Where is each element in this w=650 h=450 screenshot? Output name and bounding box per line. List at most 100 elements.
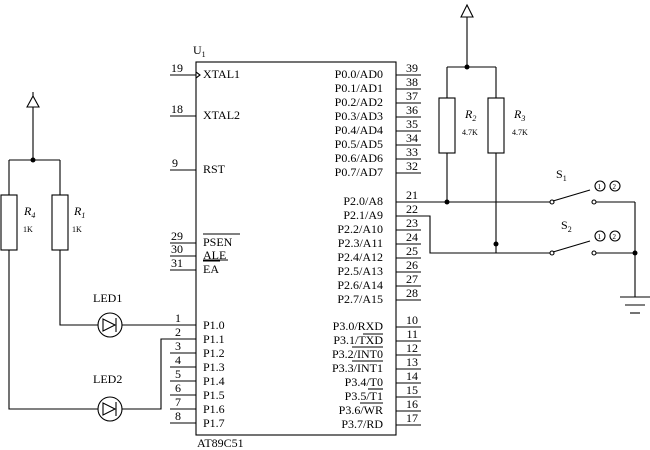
pin-label: P0.5/AD5 — [335, 137, 383, 151]
pin-num: 30 — [171, 242, 183, 256]
pin-num: 27 — [406, 272, 418, 286]
pin-num: 37 — [406, 89, 418, 103]
switch-terminal: 1 — [598, 233, 602, 241]
switch-ref: S1 — [556, 167, 567, 183]
pin-num: 12 — [406, 341, 418, 355]
pin-num: 25 — [406, 244, 418, 258]
pin-num: 9 — [172, 156, 178, 170]
pin-label: P3.4/T0 — [345, 375, 383, 389]
pin-num: 18 — [171, 102, 183, 116]
chip-body — [195, 61, 397, 436]
led1: LED1 — [93, 291, 123, 338]
resistor-ref: R2 — [464, 107, 476, 123]
pin-num: 34 — [406, 131, 418, 145]
pin-num: 29 — [171, 229, 183, 243]
resistor-r3: R3 4.7K — [487, 97, 528, 154]
pin-label: P2.4/A12 — [337, 250, 383, 264]
pin-label: P2.1/A9 — [343, 208, 383, 222]
pin-num: 21 — [406, 188, 418, 202]
switch-s1: S1 1 2 — [549, 167, 621, 205]
pin-num: 1 — [175, 311, 181, 325]
pin-num: 19 — [171, 61, 183, 75]
chip-ref: U1 — [193, 43, 206, 59]
pin-num: 7 — [175, 395, 181, 409]
resistor-ref: R3 — [513, 107, 525, 123]
pin-label: P3.1/TXD — [333, 333, 383, 347]
pin-label: P2.7/A15 — [337, 292, 383, 306]
vcc-symbol-right — [460, 3, 474, 67]
pin-label: RST — [203, 162, 226, 176]
pin-label: P3.7/RD — [341, 417, 383, 431]
pin-num: 10 — [406, 313, 418, 327]
pin-num: 3 — [175, 339, 181, 353]
resistor-r1: R1 1K — [51, 194, 85, 251]
pin-num: 4 — [175, 353, 181, 367]
pin-label: P3.2/INT0 — [332, 347, 383, 361]
pin-num: 14 — [406, 369, 418, 383]
pin-label: P1.0 — [203, 318, 225, 332]
pin-num: 11 — [406, 327, 418, 341]
resistor-value: 4.7K — [512, 128, 528, 137]
chip-left-pins: 19 XTAL1 18 XTAL2 9 RST 29 PSEN 30 ALE 3… — [170, 61, 240, 430]
pin-label: P0.6/AD6 — [335, 151, 383, 165]
pin-num: 26 — [406, 258, 418, 272]
pin-num: 35 — [406, 117, 418, 131]
pin-label: P0.4/AD4 — [335, 123, 383, 137]
chip-part: AT89C51 — [197, 436, 244, 450]
pin-label: ALE — [203, 248, 226, 262]
pin-label: P2.0/A8 — [343, 194, 383, 208]
pin-label: XTAL1 — [203, 67, 240, 81]
pin-label: P0.1/AD1 — [335, 81, 383, 95]
pin-label: P2.3/A11 — [338, 236, 383, 250]
pin-label: P1.5 — [203, 388, 225, 402]
pin-label: P3.0/RXD — [333, 319, 384, 333]
pin-label: P3.6/WR — [339, 403, 383, 417]
resistor-r2: R2 4.7K — [438, 97, 478, 154]
pin-num: 15 — [406, 383, 418, 397]
pin-label: XTAL2 — [203, 108, 240, 122]
pin-label: P0.7/AD7 — [335, 165, 383, 179]
pin-label: PSEN — [203, 235, 233, 249]
pin-num: 17 — [406, 411, 418, 425]
pin-num: 2 — [175, 325, 181, 339]
pin-label: P1.3 — [203, 360, 225, 374]
pin-label: P1.6 — [203, 402, 225, 416]
pin-num: 32 — [406, 159, 418, 173]
pin-num: 16 — [406, 397, 418, 411]
pin-label: P0.2/AD2 — [335, 95, 383, 109]
resistor-r4: R4 1K — [0, 194, 35, 251]
pin-num: 24 — [406, 230, 418, 244]
pin-label: P1.1 — [203, 332, 225, 346]
ground-symbol — [620, 296, 650, 314]
pin-num: 33 — [406, 145, 418, 159]
resistor-ref: R1 — [73, 204, 85, 220]
switch-ref: S2 — [561, 218, 572, 234]
led-label: LED2 — [93, 372, 122, 386]
pin-label: P3.5/T1 — [345, 389, 383, 403]
pin-label: P2.2/A10 — [337, 222, 383, 236]
pin-num: 38 — [406, 75, 418, 89]
switch-terminal: 1 — [598, 183, 602, 191]
pin-label: P0.0/AD0 — [335, 67, 383, 81]
chip-right-pins: P0.0/AD0 39 P0.1/AD1 38 P0.2/AD2 37 P0.3… — [332, 61, 421, 431]
led-label: LED1 — [93, 291, 122, 305]
pin-num: 22 — [406, 202, 418, 216]
pin-label: EA — [203, 262, 219, 276]
pin-num: 31 — [171, 256, 183, 270]
pin-num: 23 — [406, 216, 418, 230]
resistor-ref: R4 — [23, 204, 35, 220]
pin-label: P2.6/A14 — [337, 278, 383, 292]
pin-num: 36 — [406, 103, 418, 117]
resistor-value: 1K — [72, 225, 82, 234]
switch-terminal: 2 — [613, 233, 617, 241]
pin-num: 39 — [406, 61, 418, 75]
pin-num: 28 — [406, 286, 418, 300]
pin-label: P1.7 — [203, 416, 225, 430]
pin-label: P0.3/AD3 — [335, 109, 383, 123]
pin-num: 6 — [175, 381, 181, 395]
pin-num: 8 — [175, 409, 181, 423]
pin-num: 13 — [406, 355, 418, 369]
pin-label: P1.2 — [203, 346, 225, 360]
pin-num: 5 — [175, 367, 181, 381]
